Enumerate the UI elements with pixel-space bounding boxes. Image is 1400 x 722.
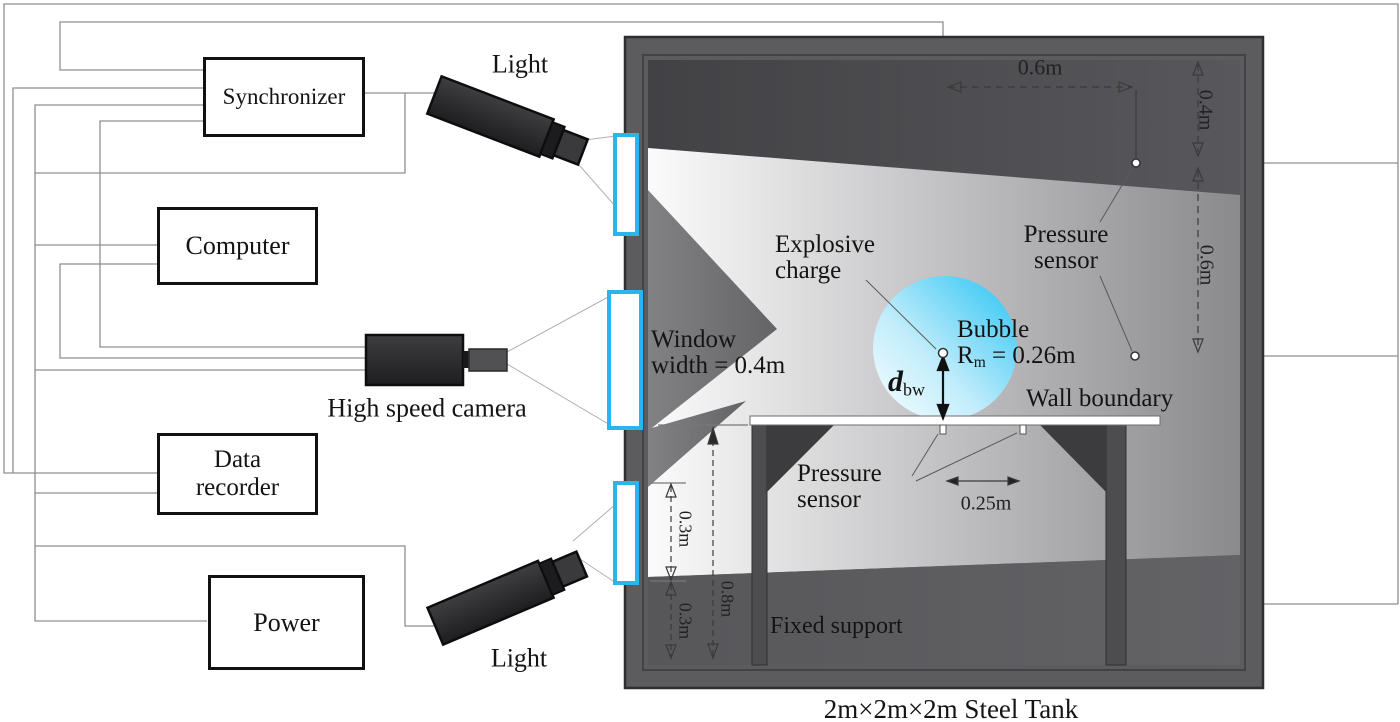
- wire-light-bottom: [35, 545, 434, 627]
- explosive-charge-dot: [937, 347, 949, 359]
- wire-sync-datarecorder: [12, 87, 203, 473]
- shade-top-dark: [648, 60, 1240, 195]
- support-leg-left: [751, 420, 768, 666]
- wire-bus-power: [34, 104, 207, 622]
- dim-0_6m-top: 0.6m: [1017, 54, 1063, 80]
- data-recorder-label: Data recorder: [195, 446, 280, 501]
- light-bottom-label: Light: [490, 643, 548, 673]
- window-width-label: Window width = 0.4m: [651, 326, 786, 379]
- wall-sensor-tick-1: [939, 424, 947, 435]
- synchronizer-box: Synchronizer: [203, 57, 365, 137]
- dim-0_3m-lower: 0.3m: [675, 602, 696, 640]
- high-speed-camera-device: [364, 333, 508, 387]
- leader-lines: [865, 166, 1134, 482]
- support-leg-right: [1105, 420, 1127, 666]
- bubble-radius-label: Rm = 0.26m: [957, 342, 1076, 371]
- dim-0_3m-upper: 0.3m: [675, 510, 696, 548]
- dim-0_6m-right: 0.6m: [1195, 244, 1218, 286]
- wall-boundary-label: Wall boundary: [1026, 385, 1174, 412]
- shadow-chevron-lower: [648, 401, 746, 487]
- tank-title: 2m×2m×2m Steel Tank: [823, 693, 1079, 722]
- support-brace-right: [1040, 425, 1106, 492]
- fixed-support: [749, 415, 1161, 666]
- pressure-sensor-bottom-label: Pressure sensor: [797, 460, 882, 513]
- power-label: Power: [253, 607, 320, 637]
- wall-sensor-tick-2: [1019, 424, 1027, 435]
- wall-plate: [749, 415, 1161, 426]
- pressure-sensor-right-label: Pressure sensor: [1023, 221, 1109, 274]
- computer-label: Computer: [185, 231, 290, 260]
- synchronizer-label: Synchronizer: [222, 84, 346, 109]
- fixed-support-label: Fixed support: [770, 613, 903, 639]
- wire-outer-left: [3, 3, 1399, 604]
- shadow-chevron-upper: [648, 190, 777, 431]
- bubble: [873, 276, 1017, 420]
- tank-window-middle: [607, 290, 643, 430]
- pressure-sensor-dot-top: [1131, 158, 1141, 168]
- tank-window-top: [613, 133, 639, 236]
- wire-light-top-branch: [35, 93, 406, 174]
- power-box: Power: [208, 575, 365, 670]
- light-device-bottom: [425, 549, 589, 647]
- dim-0_25m: 0.25m: [960, 492, 1012, 515]
- computer-box: Computer: [157, 207, 318, 285]
- bubble-label: Bubble Rm = 0.26m: [957, 316, 1076, 371]
- dbw-arrow: [936, 353, 950, 422]
- light-top-label: Light: [491, 49, 549, 79]
- camera-label: High speed camera: [327, 393, 527, 423]
- light-device-top: [425, 74, 590, 167]
- wire-computer-camera: [59, 263, 366, 359]
- pressure-sensor-dot-mid: [1130, 351, 1140, 361]
- tank-window-bottom: [613, 481, 639, 585]
- shade-bottom-dark: [648, 555, 1240, 665]
- wire-sync-camera: [99, 120, 366, 348]
- data-recorder-box: Data recorder: [157, 433, 318, 515]
- support-brace-left: [767, 425, 834, 492]
- explosive-charge-label: Explosive charge: [775, 231, 875, 284]
- dbw-label: dbw: [888, 365, 925, 400]
- dimension-lines: [650, 60, 1204, 660]
- dim-0_8m: 0.8m: [717, 580, 738, 618]
- dim-0_4m-right: 0.4m: [1194, 89, 1217, 131]
